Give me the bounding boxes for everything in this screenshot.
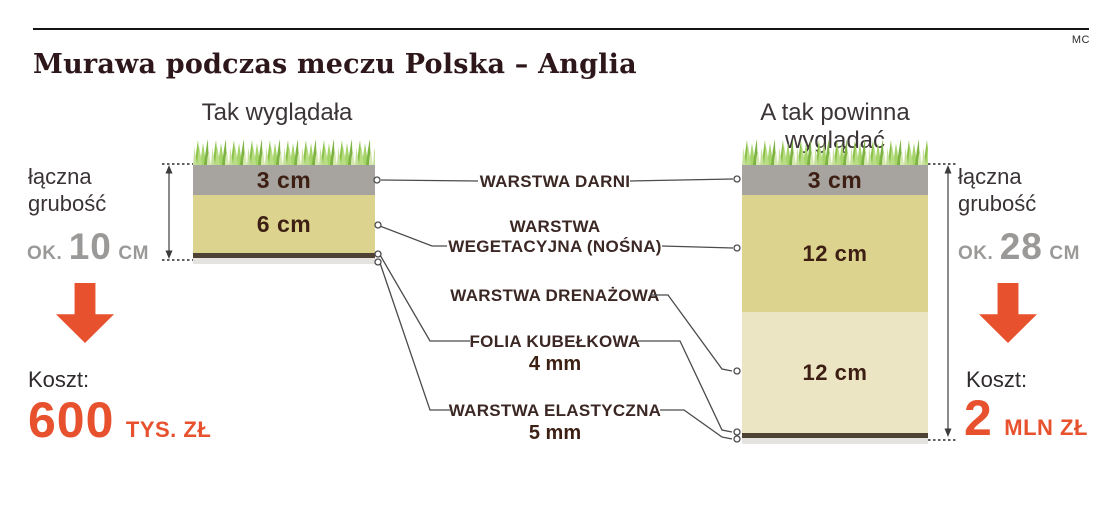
right-thickness-caption: łączna grubość [958, 163, 1036, 217]
left-thickness-value: OK. 10 CM [27, 226, 149, 268]
left-thickness-number: 10 [68, 226, 112, 267]
right-cost-label: Koszt: [966, 367, 1028, 392]
right-elastyczna-strip [742, 438, 928, 444]
right-thickness-value: OK. 28 CM [958, 226, 1080, 268]
right-layer-wegetacyjna-label: 12 cm [802, 240, 868, 266]
left-thickness-unit: CM [118, 243, 149, 264]
left-cost-unit: TYS. ZŁ [125, 417, 212, 442]
label-warstwa-drenazowa: WARSTWA DRENAŻOWA [450, 286, 660, 305]
grass-illustration [193, 138, 375, 165]
left-layer-darn: 3 cm [193, 165, 375, 195]
left-elastyczna-strip [193, 258, 375, 264]
right-thickness-prefix: OK. [958, 243, 994, 264]
right-soil-block: 3 cm 12 cm 12 cm [742, 138, 928, 444]
left-layer-wegetacyjna-label: 6 cm [256, 210, 312, 237]
left-thickness-line2: grubość [28, 191, 107, 216]
left-cost-value: 600 TYS. ZŁ [28, 391, 211, 449]
left-thickness-prefix: OK. [27, 243, 63, 264]
left-layer-wegetacyjna: 6 cm [193, 195, 375, 253]
page-title: Murawa podczas meczu Polska – Anglia [33, 49, 637, 80]
left-cost-label: Koszt: [28, 367, 90, 392]
top-rule [33, 28, 1089, 30]
right-cost-unit: MLN ZŁ [1004, 415, 1088, 440]
label-folia-size: 4 mm [528, 353, 582, 375]
right-cost-value: 2 MLN ZŁ [964, 389, 1088, 447]
left-column-heading: Tak wyglądała [201, 99, 353, 126]
down-arrow-icon [979, 283, 1037, 343]
right-thickness-unit: CM [1049, 243, 1080, 264]
label-warstwa-darni: WARSTWA DARNI [479, 172, 631, 191]
label-folia-kubelkowa: FOLIA KUBEŁKOWA [469, 332, 641, 351]
right-layer-wegetacyjna: 12 cm [742, 195, 928, 312]
right-thickness-line2: grubość [958, 191, 1037, 216]
left-soil-block: 3 cm 6 cm [193, 138, 375, 264]
left-layer-darn-label: 3 cm [256, 166, 312, 193]
right-layer-drenazowa: 12 cm [742, 312, 928, 433]
label-warstwa-wegetacyjna-line2: WEGETACYJNA (NOŚNA) [448, 237, 662, 256]
right-cost-number: 2 [964, 390, 993, 446]
label-elastyczna-size: 5 mm [528, 422, 582, 444]
credit-initials: MC [1071, 34, 1090, 46]
left-cost-number: 600 [28, 392, 115, 448]
left-thickness-line1: łączna [28, 164, 92, 189]
right-folia-strip [742, 433, 928, 438]
grass-illustration [742, 138, 928, 165]
left-folia-strip [193, 253, 375, 258]
right-thickness-line1: łączna [958, 164, 1022, 189]
right-layer-darn: 3 cm [742, 165, 928, 195]
label-warstwa-elastyczna: WARSTWA ELASTYCZNA [448, 401, 662, 420]
right-layer-drenazowa-label: 12 cm [802, 359, 868, 385]
right-thickness-number: 28 [999, 226, 1043, 267]
right-layer-darn-label: 3 cm [807, 166, 863, 193]
label-warstwa-wegetacyjna-line1: WARSTWA [509, 217, 601, 236]
left-thickness-caption: łączna grubość [28, 163, 106, 217]
down-arrow-icon [56, 283, 114, 343]
